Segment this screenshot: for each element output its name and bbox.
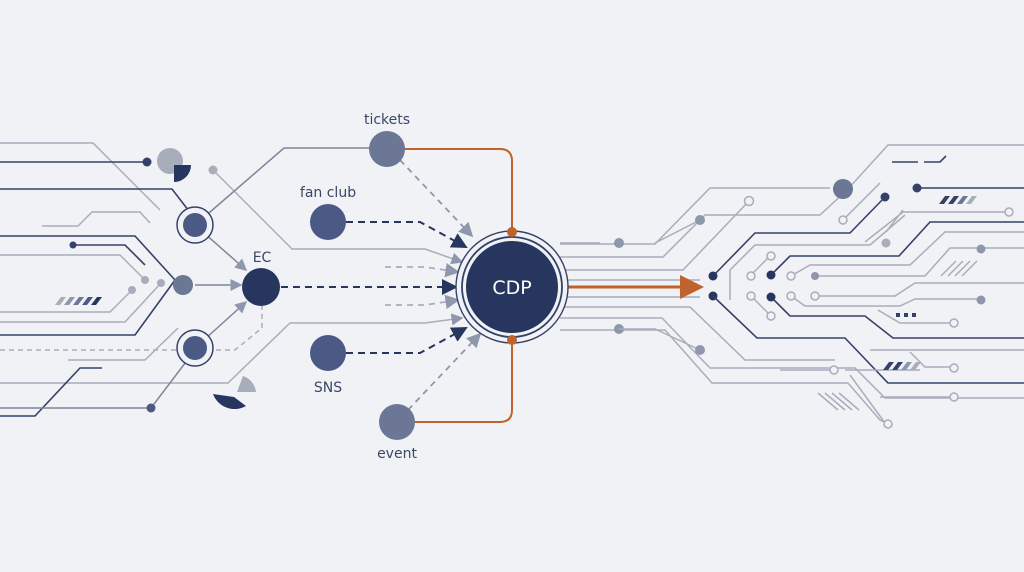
right-circuit-traces xyxy=(560,144,1024,429)
ring-node-lower xyxy=(176,329,214,367)
source-node-fan-club[interactable]: fan club xyxy=(300,185,356,240)
left-circuit-traces xyxy=(0,142,464,417)
hub-node-ec[interactable]: EC xyxy=(242,250,280,306)
tickets-label: tickets xyxy=(364,112,410,128)
event-label: event xyxy=(377,446,417,462)
source-node-sns[interactable]: SNS xyxy=(310,335,346,396)
source-connections xyxy=(281,148,513,423)
pie-decoration-top xyxy=(157,148,191,182)
pie-decoration-bottom xyxy=(213,376,256,410)
source-node-event[interactable]: event xyxy=(377,404,417,462)
stripe-decoration xyxy=(55,297,102,305)
ec-label: EC xyxy=(253,250,272,266)
cdp-label: CDP xyxy=(492,277,531,299)
fan-club-label: fan club xyxy=(300,185,356,201)
source-node-tickets[interactable]: tickets xyxy=(364,112,410,167)
relay-node xyxy=(173,275,193,295)
stripe-decoration-right xyxy=(817,196,978,411)
cdp-center-node[interactable]: CDP xyxy=(455,227,569,345)
sns-label: SNS xyxy=(314,380,342,396)
ring-node-upper xyxy=(176,206,214,244)
